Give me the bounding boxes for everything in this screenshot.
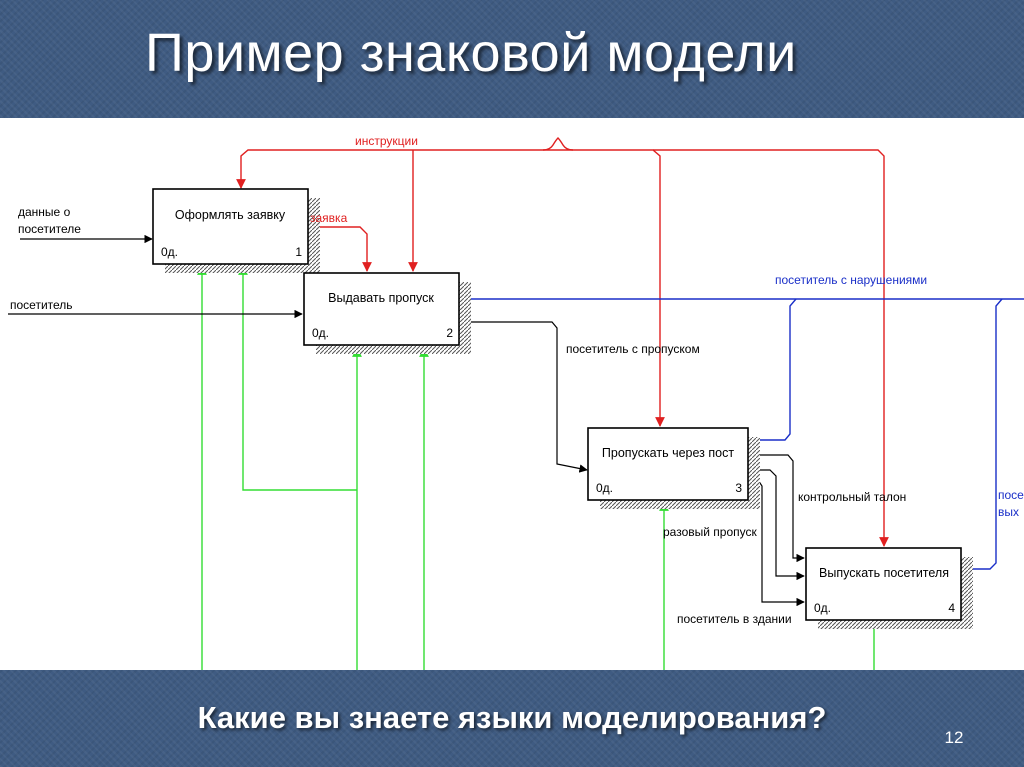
question-text: Какие вы знаете языки моделирования? — [197, 700, 827, 735]
label-visitor-in-building: посетитель в здании — [677, 612, 792, 626]
label-instructions: инструкции — [355, 134, 418, 148]
activity-box-2-label: Выдавать пропуск — [328, 291, 434, 305]
activity-box-1: Оформлять заявку 0д. 1 — [152, 188, 320, 273]
control-arrow-box4 — [653, 149, 889, 547]
flow-arrow-control-ticket — [750, 454, 805, 563]
flow-arrow-single-pass — [750, 469, 805, 581]
activity-box-4: Выпускать посетителя 0д. 4 — [805, 547, 973, 629]
label-control-ticket: контрольный талон — [798, 490, 906, 504]
activity-box-1-label: Оформлять заявку — [175, 208, 286, 222]
slide-title: Пример знаковой модели — [145, 23, 797, 83]
slide-number: 12 — [944, 728, 964, 747]
activity-box-3-label: Пропускать через пост — [602, 446, 734, 460]
label-cut-line2: вых — [998, 505, 1019, 519]
label-cut-line1: посе — [998, 488, 1024, 502]
control-arrow-box3 — [558, 149, 665, 427]
control-arrow-box1 — [236, 149, 558, 189]
activity-box-3: Пропускать через пост 0д. 3 — [587, 427, 760, 509]
mechanism-arrow-box1-right — [238, 265, 357, 491]
label-visitor: посетитель — [10, 298, 73, 312]
control-arrows — [236, 137, 889, 547]
activity-box-3-cost: 0д. — [596, 481, 613, 495]
flow-arrow-visitor-with-pass — [459, 321, 588, 473]
activity-box-4-label: Выпускать посетителя — [819, 566, 949, 580]
label-visitor-violations: посетитель с нарушениями — [775, 273, 927, 287]
instructions-brace — [542, 137, 574, 151]
activity-box-4-cost: 0д. — [814, 601, 831, 615]
mechanism-arrows — [197, 265, 879, 670]
activity-box-1-cost: 0д. — [161, 245, 178, 259]
activity-box-4-number: 4 — [948, 601, 955, 615]
label-visitor-with-pass: посетитель с пропуском — [566, 342, 700, 356]
activity-box-2-frame — [303, 272, 460, 346]
activity-box-3-frame — [587, 427, 749, 501]
label-single-pass: разовый пропуск — [663, 525, 758, 539]
activity-box-4-frame — [805, 547, 962, 621]
idef0-diagram-canvas: Оформлять заявку 0д. 1 Выдавать пропуск … — [8, 134, 1024, 670]
label-visitor-data-line1: данные о — [18, 205, 71, 219]
arrow-labels: инструкции заявка данные о посетителе по… — [10, 134, 1024, 626]
label-request: заявка — [310, 211, 348, 225]
activity-box-3-number: 3 — [735, 481, 742, 495]
output-arrow-box4-exit — [962, 298, 1003, 570]
idef0-diagram: Оформлять заявку 0д. 1 Выдавать пропуск … — [0, 118, 1024, 670]
control-arrow-request — [309, 226, 372, 272]
activity-box-2: Выдавать пропуск 0д. 2 — [303, 272, 471, 354]
activity-box-2-cost: 0д. — [312, 326, 329, 340]
activity-box-1-frame — [152, 188, 309, 265]
activity-box-1-number: 1 — [295, 245, 302, 259]
output-arrow-box3-violations — [750, 298, 797, 441]
activity-box-2-number: 2 — [446, 326, 453, 340]
label-visitor-data-line2: посетителе — [18, 222, 81, 236]
output-arrows — [459, 298, 1024, 570]
